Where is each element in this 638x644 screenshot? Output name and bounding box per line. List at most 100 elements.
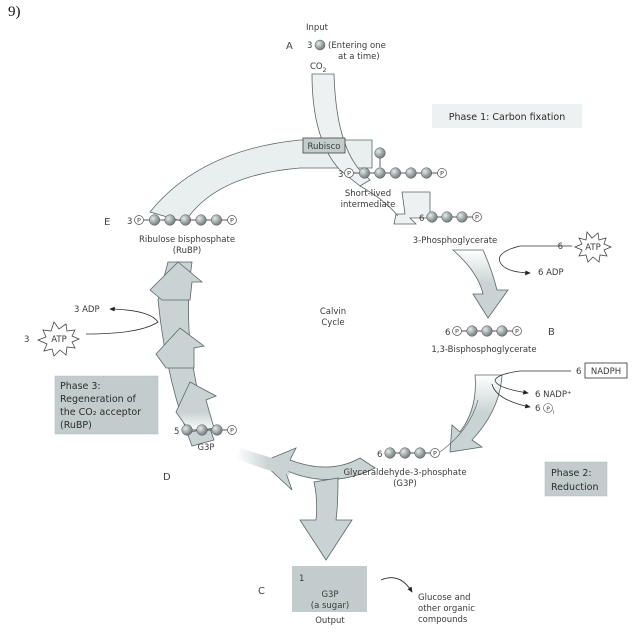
- nadph-box: [584, 362, 628, 379]
- phosphate-group: [344, 168, 354, 178]
- rubp-label-line1: Ribulose bisphosphate: [139, 235, 235, 245]
- phosphate-group: [452, 326, 462, 336]
- arrow-regeneration-to-fixation: [149, 139, 373, 223]
- carbon-atom: [420, 167, 433, 179]
- output-label-line1: G3P: [321, 590, 338, 600]
- center-label-line1: Calvin: [320, 307, 346, 317]
- pi-count: 6: [535, 404, 540, 414]
- glucose-line1: Glucose and: [418, 593, 471, 603]
- atp-phase3-label: ATP: [51, 335, 66, 345]
- phase3-box: [54, 375, 159, 435]
- arrow-bpg-to-g3p: [449, 374, 503, 453]
- g3p-six-label-line2: (G3P): [393, 479, 417, 489]
- input-note-line1: (Entering one: [328, 41, 386, 51]
- arrowhead-regen-2: [155, 327, 205, 369]
- arrow-co2-input: [311, 73, 371, 187]
- phase2-box: [544, 461, 608, 497]
- phosphate-group: [134, 215, 144, 225]
- rubisco-label: Rubisco: [308, 142, 341, 152]
- carbon-atom: [164, 214, 176, 226]
- g3p-five-count: 5: [174, 427, 179, 437]
- arrow-g3p-fade: [236, 448, 290, 475]
- intermediate-count: 3: [338, 170, 343, 180]
- phosphate-symbol: P: [137, 217, 141, 225]
- carbon-atom: [441, 211, 453, 223]
- step-letter-a: A: [286, 41, 293, 52]
- adp-phase3-label: 3 ADP: [74, 305, 100, 315]
- arrow-bpg-outer-edge: [439, 399, 479, 453]
- phosphate-group: [512, 326, 522, 336]
- carbon-atom: [456, 211, 468, 223]
- nadp-label: 6 NADP⁺: [535, 390, 571, 400]
- phase1-box: [432, 104, 582, 128]
- carbon-atom: [211, 424, 223, 436]
- phosphate-group: [430, 448, 440, 458]
- rubisco-box: [302, 137, 346, 154]
- carbon-atom: [414, 447, 426, 459]
- carbon-atom: [481, 325, 493, 337]
- arrow-pga-to-bpg: [451, 249, 509, 319]
- output-to-glucose-arrow: [380, 577, 413, 593]
- step-letter-d: D: [163, 472, 171, 483]
- atp-phase2-count: 6: [558, 242, 563, 252]
- phosphate-symbol: P: [230, 427, 234, 435]
- nadph-line: [494, 370, 571, 395]
- phase3-label-line3: the CO₂ acceptor: [60, 407, 141, 418]
- atp-phase2-line: [499, 245, 572, 276]
- rubp-label-line2: (RuBP): [173, 246, 202, 256]
- atp-phase2-label: ATP: [585, 243, 600, 253]
- phosphate-group: [227, 425, 237, 435]
- input-count: 3: [307, 41, 312, 51]
- arrowhead-regen-1: [149, 261, 204, 301]
- phosphate-group: [437, 168, 447, 178]
- phase2-label-line2: Reduction: [551, 482, 599, 493]
- g3p-six-count: 6: [377, 450, 382, 460]
- carbon-atom: [179, 214, 192, 226]
- intermediate-label-line2: intermediate: [341, 200, 396, 210]
- input-heading: Input: [306, 23, 329, 33]
- bpg-label: 1,3-Bisphosphoglycerate: [431, 345, 536, 355]
- phase2-label-line1: Phase 2:: [551, 468, 592, 479]
- pi-phosphate-symbol: P: [546, 406, 550, 413]
- carbon-atom: [384, 447, 396, 459]
- carbon-atom: [405, 167, 417, 179]
- chain-g3p-six: P: [384, 447, 440, 459]
- phase3-label-line1: Phase 3:: [60, 381, 101, 392]
- rubp-count: 3: [127, 217, 132, 227]
- phase1-label: Phase 1: Carbon fixation: [449, 112, 566, 123]
- carbon-atom: [399, 447, 411, 459]
- arrow-intermediate-tail: [359, 185, 399, 217]
- phase3-label-line2: Regeneration of: [60, 394, 137, 405]
- carbon-atom: [389, 167, 402, 179]
- phosphate-symbol: P: [230, 217, 234, 225]
- carbon-atom: [195, 214, 207, 226]
- carbon-atom: [148, 214, 161, 226]
- input-note-line2: at a time): [338, 52, 380, 62]
- phosphate-symbol: P: [475, 214, 479, 222]
- output-caption: Output: [315, 616, 345, 626]
- glucose-line2: other organic: [418, 604, 475, 614]
- g3p-five-label: G3P: [197, 443, 214, 453]
- carbon-atom: [374, 167, 386, 179]
- carbon-atom: [426, 211, 438, 223]
- phase3-label-line4: (RuBP): [60, 420, 92, 431]
- phosphate-symbol: P: [347, 170, 351, 178]
- step-letter-e: E: [104, 217, 110, 228]
- atp-phase3-line: [85, 306, 159, 335]
- arrow-output: [299, 477, 353, 561]
- center-label-line2: Cycle: [321, 318, 344, 328]
- pi-phosphate-icon: [543, 403, 553, 413]
- input-molecule: CO2: [310, 62, 327, 74]
- question-number: 9): [8, 4, 21, 20]
- pga-count: 6: [419, 214, 424, 224]
- nadph-count: 6: [576, 367, 581, 377]
- step-letter-b: B: [548, 327, 555, 338]
- chain-g3p-five: P: [181, 424, 237, 436]
- nadph-label: NADPH: [591, 367, 621, 377]
- carbon-atom: [210, 214, 223, 226]
- glucose-line3: compounds: [418, 615, 468, 625]
